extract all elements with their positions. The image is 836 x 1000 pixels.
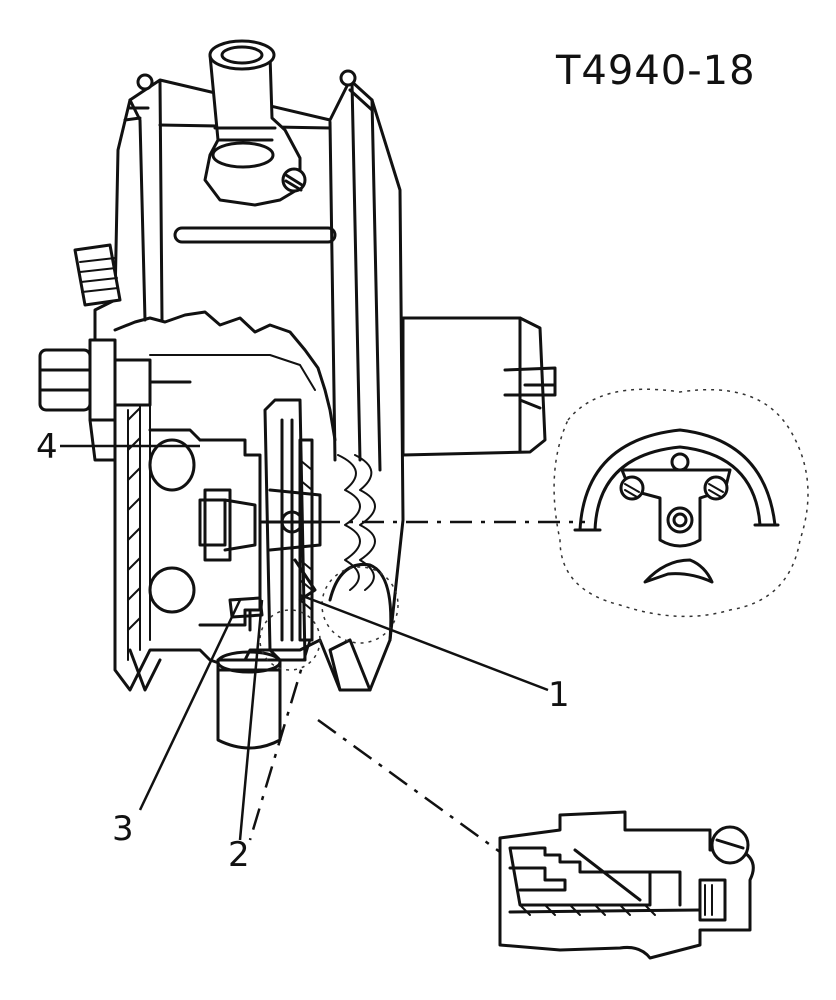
- callout-4: 4: [36, 427, 200, 467]
- section-reference-circle: [259, 609, 321, 671]
- callout-label-3: 3: [112, 809, 134, 849]
- adjuster-knob: [73, 243, 122, 307]
- valve-detail-view: [553, 388, 809, 618]
- callout-3: 3: [112, 599, 242, 849]
- detail-boundary: [553, 388, 809, 618]
- plate-pin-center: [666, 506, 694, 534]
- centerline-to-section-detail: [317, 718, 501, 854]
- valve-reference-circle: [321, 566, 399, 644]
- callout-label-4: 4: [36, 427, 58, 467]
- mounting-nut: [38, 348, 92, 412]
- mounting-washer: [88, 338, 117, 422]
- section-detail-view: [498, 810, 755, 960]
- callout-label-1: 1: [548, 675, 570, 715]
- crescent-mark: [643, 558, 714, 584]
- centerline-lower: [248, 639, 312, 841]
- plate-pin-top: [670, 452, 690, 472]
- inlet-pipe-mouth: [208, 39, 276, 71]
- mounting-boss: [113, 358, 152, 407]
- body-slot: [173, 226, 337, 244]
- inlet-elbow: [203, 53, 302, 207]
- side-canister: [401, 316, 547, 457]
- pivot-hole-left: [136, 73, 154, 91]
- servo-unit-body: [38, 39, 557, 750]
- pivot-hole-right: [339, 69, 357, 87]
- callout-label-2: 2: [228, 835, 250, 875]
- callout-2: 2: [228, 599, 264, 875]
- reference-code: T4940-18: [555, 48, 756, 94]
- callout-1: 1: [299, 593, 570, 715]
